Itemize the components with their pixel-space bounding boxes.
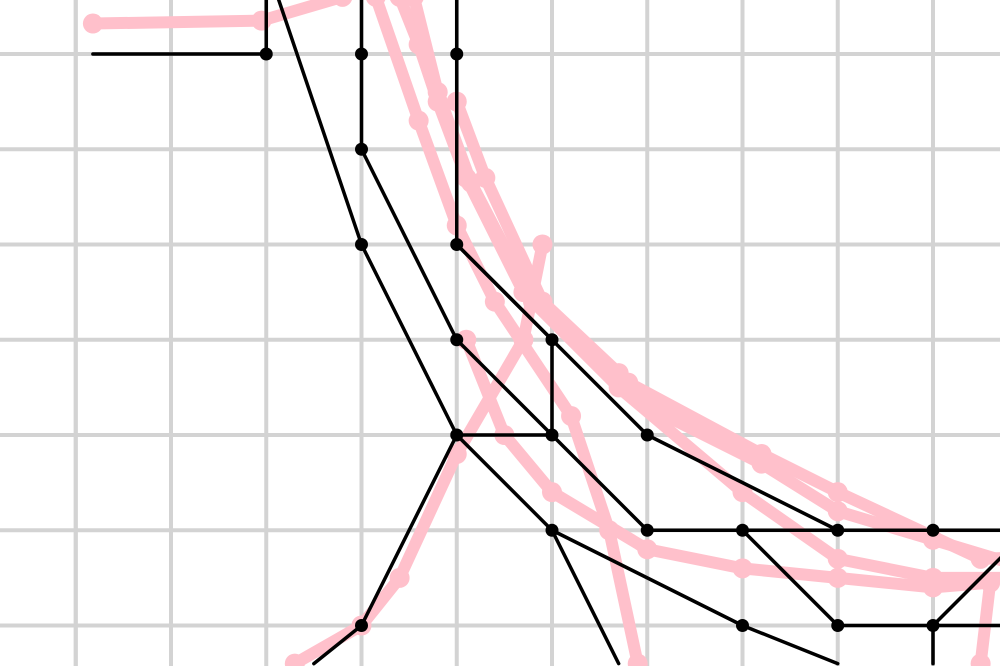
graph-node [355, 142, 368, 156]
graph-nodes [259, 47, 940, 632]
graph-node [450, 333, 464, 347]
graph-edge [455, 433, 554, 532]
graph-node [259, 47, 273, 61]
graph-edge [312, 623, 364, 666]
graph-edge [550, 433, 649, 532]
trajectory-point [627, 653, 648, 666]
trajectory-point [389, 567, 410, 588]
graph-node [450, 238, 464, 251]
graph-node [640, 523, 654, 537]
graph-node [355, 47, 368, 61]
trajectory-point [404, 0, 424, 7]
trajectory-point [923, 529, 943, 550]
graph-node [926, 619, 940, 632]
graph-node [545, 428, 559, 442]
trajectory-point [513, 329, 534, 350]
trajectory-path [450, 95, 1000, 567]
trajectory-point [542, 482, 562, 503]
trajectory-point [732, 482, 753, 503]
trajectory-point [827, 482, 848, 503]
graph-node [736, 523, 749, 537]
trajectory-point [532, 234, 553, 255]
trajectory-point [284, 653, 305, 666]
graph-node [831, 619, 845, 632]
graph-edge [455, 338, 554, 437]
trajectory-point [637, 539, 658, 560]
trajectory-point [751, 453, 772, 474]
graph-node [736, 619, 749, 632]
graph-edge [359, 433, 459, 628]
trajectory-point [390, 0, 410, 7]
graph-node [545, 333, 559, 347]
trajectory-point [827, 501, 848, 522]
trajectory-point [484, 291, 505, 312]
trajectory-point [561, 405, 582, 426]
trajectory-path [288, 238, 549, 666]
graph-node [450, 47, 464, 61]
trajectory-point [608, 363, 629, 384]
trajectory-point [366, 0, 386, 7]
graph-node [831, 523, 845, 537]
graph-edge [931, 556, 1000, 628]
graph-edge [645, 433, 840, 532]
trajectory-point [980, 572, 1000, 593]
graph-edge [740, 528, 840, 628]
graph-node [926, 523, 940, 537]
graph-edge [359, 147, 459, 342]
trajectory-point [446, 444, 467, 465]
graph-node [545, 523, 559, 537]
trajectory-point [332, 0, 352, 7]
trajectory-point [475, 167, 496, 188]
trajectory-point [427, 82, 448, 103]
trajectory-point [408, 110, 429, 131]
graph-edge [359, 242, 459, 437]
graph-edge [740, 623, 840, 666]
trajectory-point [82, 13, 103, 34]
graph-node [450, 428, 464, 442]
graph-edge [550, 528, 745, 628]
graph-edge [550, 528, 621, 666]
trajectory-point [827, 567, 848, 588]
trajectory-point [656, 405, 677, 426]
trajectory-point [251, 10, 272, 31]
trajectory-point [970, 653, 991, 666]
graph-node [640, 428, 654, 442]
graph-node [355, 619, 368, 632]
graph-edge [276, 0, 364, 247]
trajectory-point [827, 548, 848, 569]
trajectory-point [732, 558, 753, 579]
graph-node [355, 238, 368, 251]
trajectory-point [923, 577, 943, 598]
